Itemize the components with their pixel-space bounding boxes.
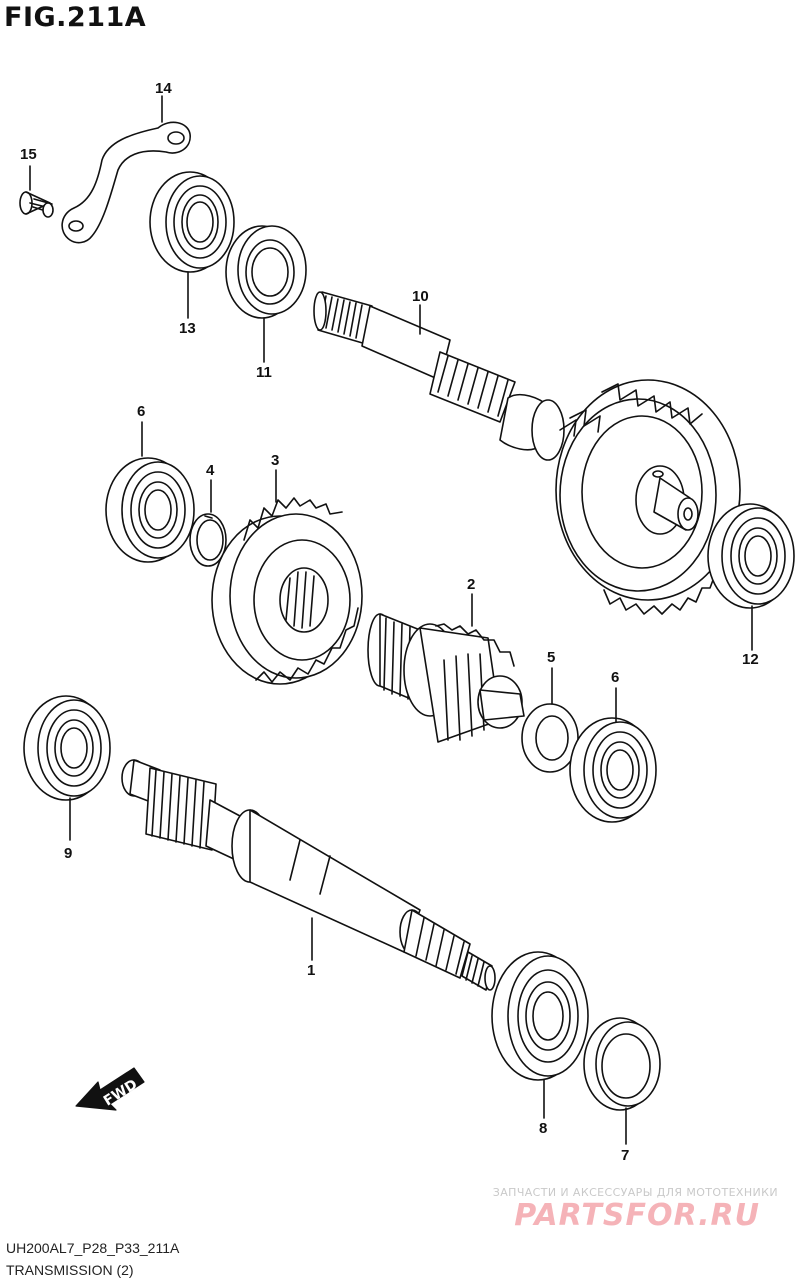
part-number-14: 14 [155, 80, 172, 97]
part-number-1: 1 [307, 962, 315, 979]
part-number-5: 5 [547, 649, 555, 666]
part-number-8: 8 [539, 1120, 547, 1137]
part-6-bearing-upper [105, 457, 195, 563]
part-1-primary-shaft [121, 759, 496, 991]
part-7-oil-seal [583, 1017, 661, 1111]
part-number-15: 15 [20, 146, 37, 163]
part-number-2: 2 [467, 576, 475, 593]
part-number-6-lower: 6 [611, 669, 619, 686]
part-number-13: 13 [179, 320, 196, 337]
part-4-circlip [189, 513, 227, 567]
part-number-7: 7 [621, 1147, 629, 1164]
part-number-12: 12 [742, 651, 759, 668]
part-2-counter-gear [367, 613, 525, 743]
part-10-drive-shaft [313, 291, 741, 615]
part-13-bearing [149, 171, 235, 273]
part-9-bearing [23, 695, 111, 801]
part-number-11: 11 [256, 364, 272, 381]
figure-title: FIG.211A [4, 2, 147, 33]
part-number-9: 9 [64, 845, 72, 862]
part-15-screw [19, 191, 54, 218]
part-number-10: 10 [412, 288, 429, 305]
part-number-3: 3 [271, 452, 279, 469]
part-11-oil-seal [225, 225, 307, 319]
part-number-6-upper: 6 [137, 403, 145, 420]
watermark-logo: PARTSFOR.RU [514, 1198, 760, 1233]
part-number-4: 4 [206, 462, 215, 479]
part-14-retainer-plate [61, 121, 191, 244]
part-6-bearing-lower [569, 717, 657, 823]
diagram-code: UH200AL7_P28_P33_211A [6, 1240, 180, 1256]
part-12-bearing [707, 503, 795, 609]
fwd-direction-arrow: FWD [75, 1067, 145, 1111]
part-5-washer [521, 703, 579, 773]
watermark-tagline: ЗАПЧАСТИ И АКСЕССУАРЫ ДЛЯ МОТОТЕХНИКИ [492, 1186, 778, 1199]
section-title: TRANSMISSION (2) [6, 1262, 134, 1278]
part-8-bearing [491, 951, 589, 1081]
part-3-driven-gear [211, 497, 363, 685]
